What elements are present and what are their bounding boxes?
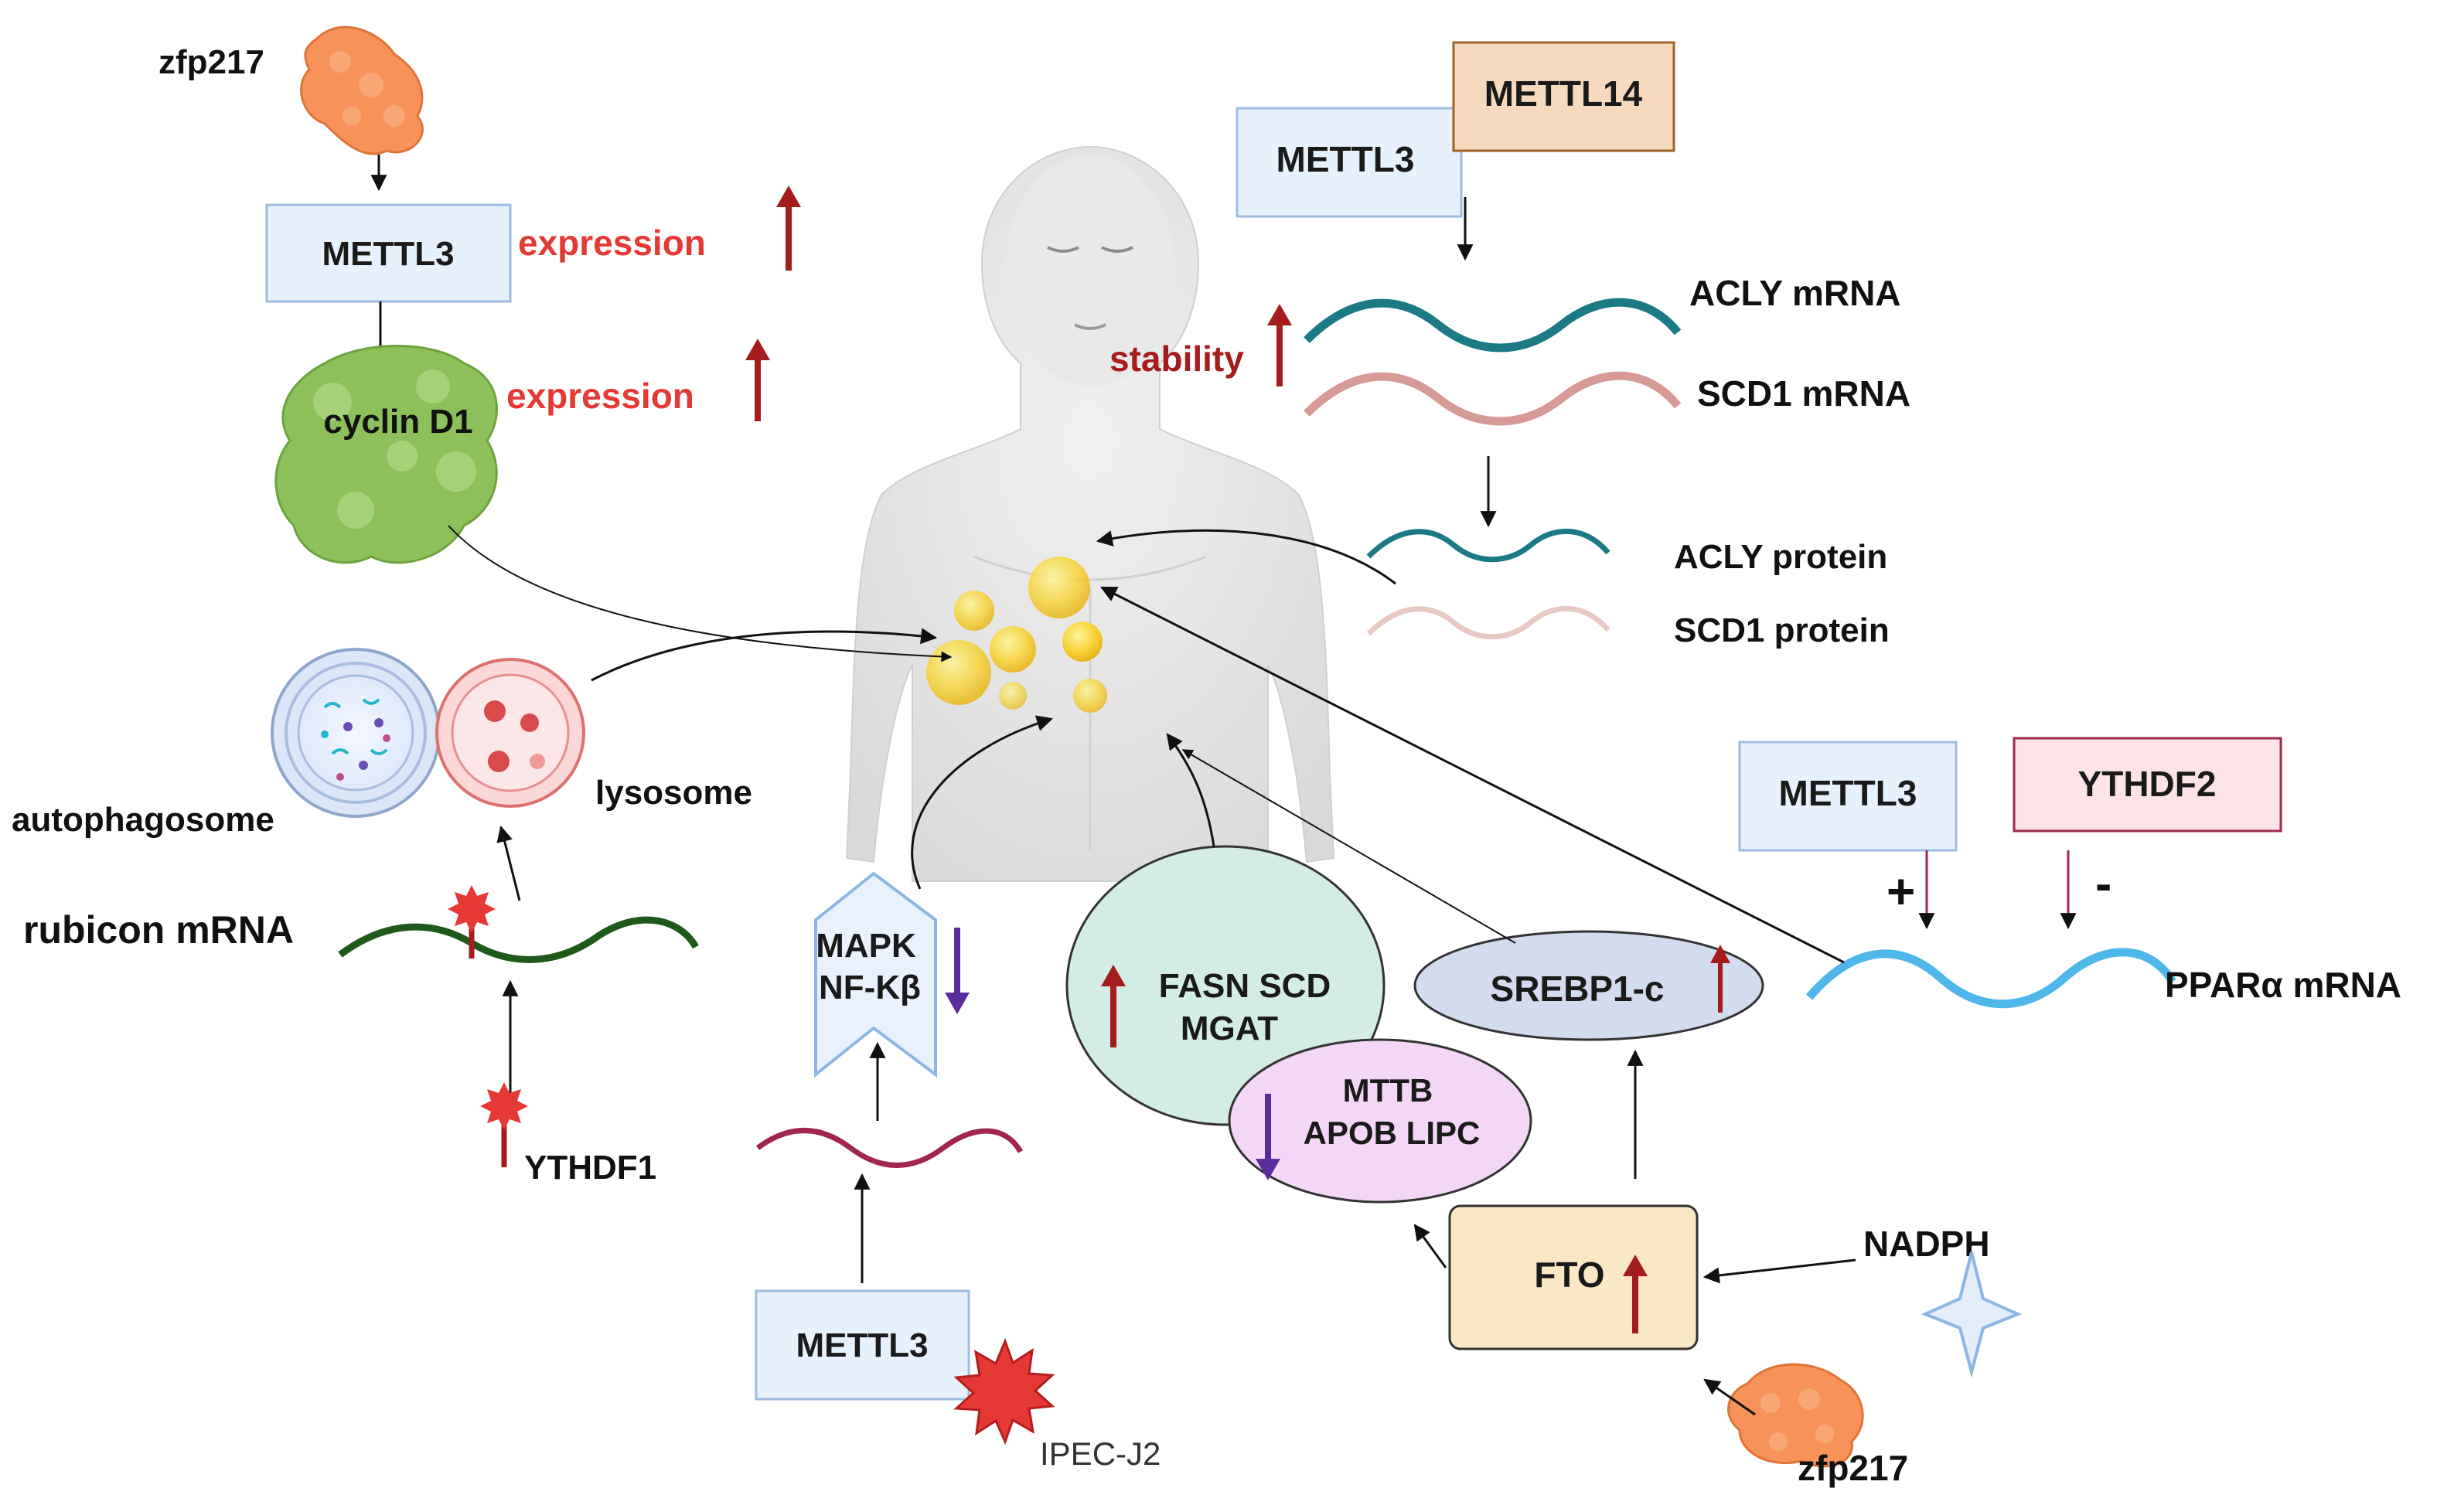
mettl3-box-right: [1738, 741, 1958, 852]
up-arrow-icon: [1710, 945, 1730, 1013]
scd1-protein-label: SCD1 protein: [1674, 611, 1890, 649]
autophagosome-label: autophagosome: [12, 801, 274, 839]
lipid-export-genes-ellipse: [1228, 1038, 1532, 1204]
ppara-mrna-label: PPARα mRNA: [2165, 965, 2401, 1005]
mapk-nfkb-chevron: [814, 871, 937, 1078]
minus-sign: -: [2095, 856, 2111, 911]
srebp1c-ellipse: [1413, 930, 1764, 1041]
cyclin-d1-label: cyclin D1: [323, 403, 472, 441]
down-arrow-icon: [1256, 1094, 1280, 1180]
nadph-label: NADPH: [1863, 1224, 1990, 1264]
mettl3-label-right: METTL3: [1779, 773, 1917, 813]
lysosome-icon: [435, 658, 585, 808]
ythdf1-label: YTHDF1: [524, 1149, 656, 1187]
mettl14-box: [1452, 41, 1675, 152]
autophagosome-icon: [271, 648, 441, 818]
scd1-mrna-wave: [1304, 371, 1682, 426]
human-body: [845, 145, 1335, 882]
expression-annotation-1: expression: [518, 223, 706, 263]
zfp217-label-top: zfp217: [158, 43, 264, 81]
cyclin-d1-protein: [274, 345, 498, 564]
up-arrow-icon: [1267, 304, 1292, 387]
stability-annotation: stability: [1109, 339, 1244, 379]
rubicon-mrna-wave: [338, 916, 699, 963]
mttb-label: MTTB: [1343, 1072, 1433, 1108]
zfp217-protein-bottom: [1727, 1363, 1864, 1468]
fto-label: FTO: [1534, 1255, 1604, 1295]
expression-annotation-2: expression: [506, 376, 694, 416]
mettl3-target-mrna-wave: [755, 1128, 1024, 1168]
lysosome-label: lysosome: [595, 774, 752, 812]
m6a-mark-icon: [480, 1082, 528, 1167]
acly-mrna-label: ACLY mRNA: [1689, 273, 1901, 313]
fat-droplets: [926, 557, 1107, 713]
mettl14-label: METTL14: [1484, 73, 1643, 114]
up-arrow-icon: [745, 339, 770, 421]
ythdf2-box: [2013, 737, 2282, 833]
apob-lipc-label: APOB LIPC: [1304, 1115, 1481, 1151]
acly-protein-wave: [1366, 528, 1610, 563]
mettl3-box-topleft: [265, 203, 512, 303]
ppara-mrna-wave: [1805, 948, 2176, 1009]
up-arrow-icon: [1623, 1255, 1648, 1333]
plus-sign: +: [1887, 863, 1915, 919]
scd1-mrna-label: SCD1 mRNA: [1697, 373, 1910, 414]
ipec-cell-icon: [953, 1337, 1055, 1446]
acly-protein-label: ACLY protein: [1674, 538, 1887, 576]
ythdf2-label: YTHDF2: [2078, 764, 2217, 804]
srebp1c-label: SREBP1-c: [1491, 969, 1665, 1009]
ipec-label: IPEC-J2: [1040, 1435, 1161, 1472]
rubicon-mrna-label: rubicon mRNA: [23, 908, 294, 952]
mettl3-box-bottom: [755, 1289, 970, 1401]
mettl3-label-topleft: METTL3: [322, 235, 454, 273]
m6a-mark-icon: [448, 885, 496, 959]
mgat-label: MGAT: [1181, 1010, 1278, 1047]
mettl3-box-top: [1236, 107, 1463, 218]
mettl3-label-bottom: METTL3: [796, 1326, 928, 1364]
down-arrow-icon: [945, 928, 970, 1014]
zfp217-label-bottom: zfp217: [1798, 1448, 1908, 1488]
scd1-protein-wave: [1366, 605, 1610, 640]
mapk-label: MAPK: [816, 927, 916, 965]
nfkb-label: NF-Kβ: [819, 969, 921, 1006]
up-arrow-icon: [1101, 965, 1126, 1047]
fasn-scd-label: FASN SCD: [1159, 967, 1331, 1005]
nadph-star-icon: [1921, 1251, 2023, 1378]
up-arrow-icon: [776, 186, 801, 271]
mettl3-label-top: METTL3: [1276, 139, 1415, 179]
acly-mrna-wave: [1304, 298, 1682, 352]
zfp217-protein-top: [300, 26, 424, 155]
